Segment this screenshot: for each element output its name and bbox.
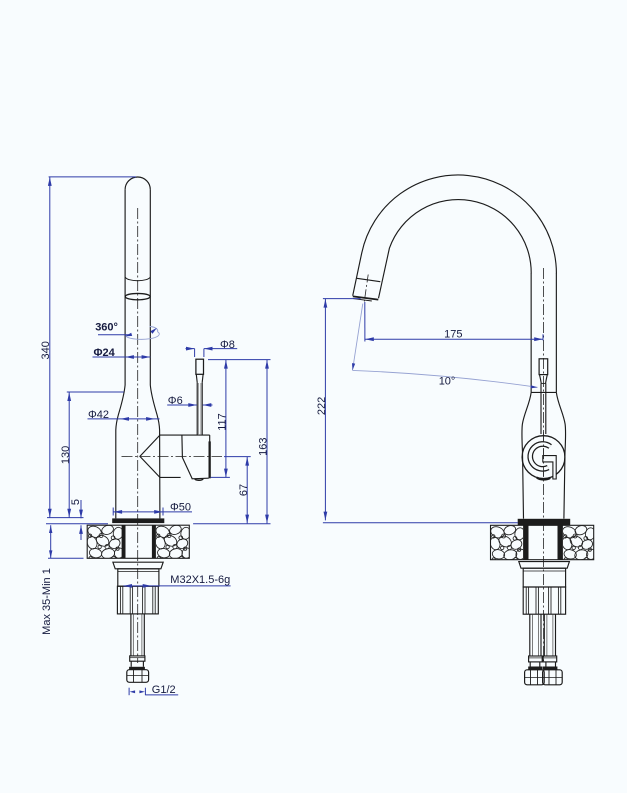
svg-text:222: 222 xyxy=(316,397,328,415)
svg-text:175: 175 xyxy=(444,329,462,341)
svg-text:163: 163 xyxy=(257,438,269,456)
svg-text:Max 35-Min 1: Max 35-Min 1 xyxy=(41,568,53,635)
svg-text:10°: 10° xyxy=(439,375,456,387)
svg-text:Φ6: Φ6 xyxy=(168,395,183,407)
svg-text:130: 130 xyxy=(60,446,72,464)
svg-text:M32X1.5-6g: M32X1.5-6g xyxy=(170,574,230,586)
svg-text:5: 5 xyxy=(70,499,82,505)
svg-text:Φ50: Φ50 xyxy=(170,501,191,513)
svg-text:G1/2: G1/2 xyxy=(152,684,176,696)
svg-text:340: 340 xyxy=(40,341,52,359)
svg-text:67: 67 xyxy=(238,484,250,496)
svg-text:Φ24: Φ24 xyxy=(94,347,116,359)
svg-text:Φ42: Φ42 xyxy=(88,409,109,421)
svg-text:Φ8: Φ8 xyxy=(220,339,235,351)
svg-text:360°: 360° xyxy=(95,321,118,333)
svg-text:117: 117 xyxy=(216,413,228,431)
